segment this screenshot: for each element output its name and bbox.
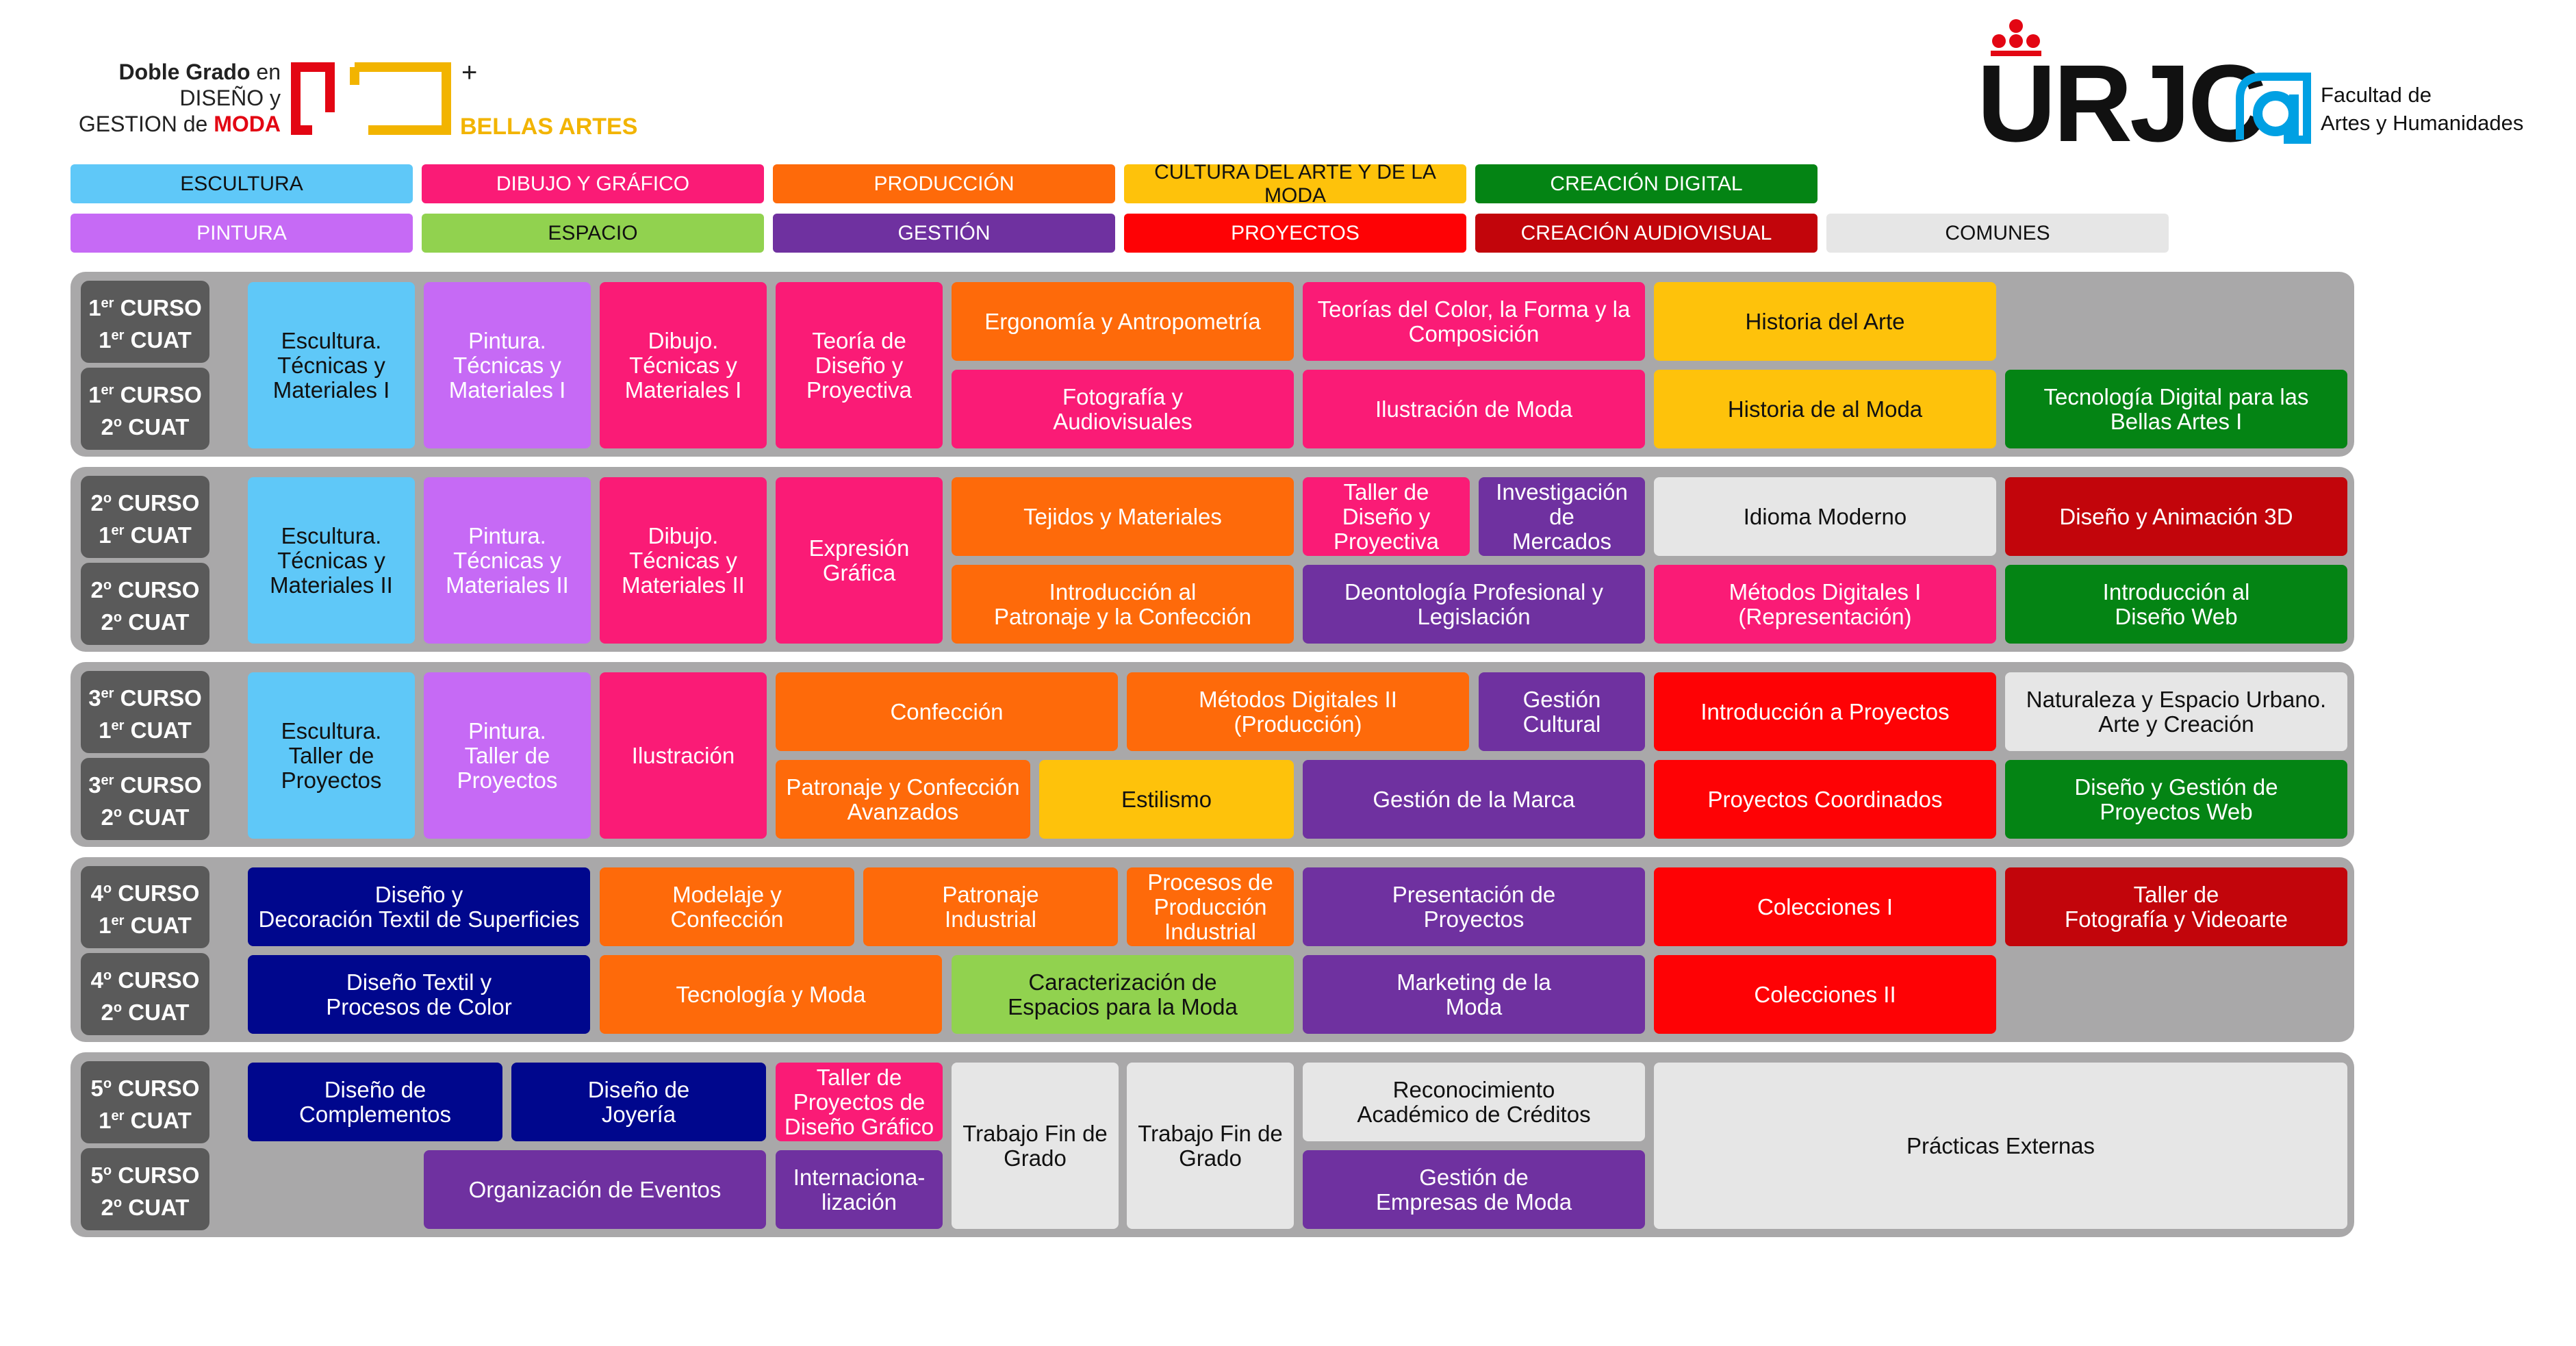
legend-audiovisual: CREACIÓN AUDIOVISUAL	[1475, 214, 1818, 253]
legend-espacio: ESPACIO	[422, 214, 764, 253]
course-cell: Diseño Textil y Procesos de Color	[248, 955, 590, 1034]
course-cell: Proyectos Coordinados	[1654, 760, 1996, 839]
course-cell: Métodos Digitales II (Producción)	[1127, 672, 1469, 751]
course-cell: Introducción a Proyectos	[1654, 672, 1996, 751]
row-label: 5o CURSO 1er CUAT	[81, 1061, 209, 1143]
course-cell: Naturaleza y Espacio Urbano. Arte y Crea…	[2005, 672, 2347, 751]
course-cell: Presentación de Proyectos	[1303, 867, 1645, 946]
course-cell: Escultura. Taller de Proyectos	[248, 672, 415, 839]
course-cell: Dibujo. Técnicas y Materiales I	[600, 282, 767, 448]
course-cell: Diseño y Decoración Textil de Superficie…	[248, 867, 590, 946]
course-cell: Procesos de Producción Industrial	[1127, 867, 1294, 946]
legend-dibujo: DIBUJO Y GRÁFICO	[422, 164, 764, 203]
row-label: 4o CURSO 2o CUAT	[81, 953, 209, 1035]
legend-cultura: CULTURA DEL ARTE Y DE LA MODA	[1124, 161, 1466, 207]
title-line1-bold: Doble Grado	[118, 60, 251, 84]
course-cell: Colecciones II	[1654, 955, 1996, 1034]
course-cell: Métodos Digitales I (Representación)	[1654, 565, 1996, 644]
title-line1: en	[250, 60, 281, 84]
legend-escultura: ESCULTURA	[71, 164, 413, 203]
course-cell: Diseño y Animación 3D	[2005, 477, 2347, 556]
course-cell: Fotografía y Audiovisuales	[952, 370, 1294, 448]
row-label: 4o CURSO 1er CUAT	[81, 866, 209, 948]
row-label: 3er CURSO 2o CUAT	[81, 758, 209, 840]
course-cell: Expresión Gráfica	[776, 477, 943, 644]
course-cell: Prácticas Externas	[1654, 1063, 2347, 1229]
course-cell: Introducción al Patronaje y la Confecció…	[952, 565, 1294, 644]
course-cell: Deontología Profesional y Legislación	[1303, 565, 1645, 644]
course-cell: Patronaje y Confección Avanzados	[776, 760, 1030, 839]
course-cell: Ilustración de Moda	[1303, 370, 1645, 448]
course-cell: Patronaje Industrial	[863, 867, 1118, 946]
row-label: 2o CURSO 1er CUAT	[81, 476, 209, 558]
course-cell: Ergonomía y Antropometría	[952, 282, 1294, 361]
course-cell: Taller de Proyectos de Diseño Gráfico	[776, 1063, 943, 1141]
faculty-name: Facultad de Artes y Humanidades	[2321, 81, 2523, 137]
course-cell: Ilustración	[600, 672, 767, 839]
course-cell: Historia del Arte	[1654, 282, 1996, 361]
course-cell: Historia de al Moda	[1654, 370, 1996, 448]
course-cell: Diseño y Gestión de Proyectos Web	[2005, 760, 2347, 839]
course-cell: Internaciona- lización	[776, 1150, 943, 1229]
course-cell: Idioma Moderno	[1654, 477, 1996, 556]
course-cell: Tecnología Digital para las Bellas Artes…	[2005, 370, 2347, 448]
course-cell: Modelaje y Confección	[600, 867, 854, 946]
legend-gestion: GESTIÓN	[773, 214, 1115, 253]
plus-sign: +	[461, 58, 478, 88]
course-cell: Taller de Diseño y Proyectiva	[1303, 477, 1470, 556]
course-cell: Gestión de la Marca	[1303, 760, 1645, 839]
title-line3-bold: MODA	[214, 112, 281, 136]
course-cell: Trabajo Fin de Grado	[952, 1063, 1119, 1229]
faculty-line2: Artes y Humanidades	[2321, 111, 2524, 135]
row-label: 1er CURSO 2o CUAT	[81, 368, 209, 450]
course-cell: Investigación de Mercados	[1479, 477, 1645, 556]
legend-comunes: COMUNES	[1826, 214, 2169, 253]
course-cell: Organización de Eventos	[424, 1150, 766, 1229]
legend-produccion: PRODUCCIÓN	[773, 164, 1115, 203]
faculty-logo-icon	[2236, 71, 2311, 144]
course-cell: Gestión Cultural	[1479, 672, 1645, 751]
course-cell: Dibujo. Técnicas y Materiales II	[600, 477, 767, 644]
course-cell: Diseño de Complementos	[248, 1063, 502, 1141]
course-cell: Escultura. Técnicas y Materiales II	[248, 477, 415, 644]
course-cell: Taller de Fotografía y Videoarte	[2005, 867, 2347, 946]
course-cell: Marketing de la Moda	[1303, 955, 1645, 1034]
course-cell: Caracterización de Espacios para la Moda	[952, 955, 1294, 1034]
course-cell: Reconocimiento Académico de Créditos	[1303, 1063, 1645, 1141]
course-cell: Tecnología y Moda	[600, 955, 942, 1034]
row-label: 2o CURSO 2o CUAT	[81, 563, 209, 645]
bellas-artes-label: BELLAS ARTES	[460, 114, 638, 140]
legend-pintura: PINTURA	[71, 214, 413, 253]
course-cell: Gestión de Empresas de Moda	[1303, 1150, 1645, 1229]
course-cell: Diseño de Joyería	[511, 1063, 766, 1141]
faculty-line1: Facultad de	[2321, 83, 2432, 107]
legend-digital: CREACIÓN DIGITAL	[1475, 164, 1818, 203]
row-label: 1er CURSO 1er CUAT	[81, 281, 209, 363]
course-cell: Teorías del Color, la Forma y la Composi…	[1303, 282, 1645, 361]
title-line2: DISEÑO y	[179, 86, 281, 110]
course-cell: Confección	[776, 672, 1118, 751]
course-cell: Colecciones I	[1654, 867, 1996, 946]
course-cell: Introducción al Diseño Web	[2005, 565, 2347, 644]
course-cell: Trabajo Fin de Grado	[1127, 1063, 1294, 1229]
title-line3: GESTION de	[78, 112, 214, 136]
course-cell: Escultura. Técnicas y Materiales I	[248, 282, 415, 448]
course-cell: Estilismo	[1039, 760, 1294, 839]
urjc-logo: URJC	[1977, 42, 2267, 164]
legend-proyectos: PROYECTOS	[1124, 214, 1466, 253]
row-label: 5o CURSO 2o CUAT	[81, 1148, 209, 1230]
crown-icon	[1985, 18, 2047, 59]
program-title: Doble Grado en DISEÑO y GESTION de MODA	[41, 59, 281, 137]
row-label: 3er CURSO 1er CUAT	[81, 671, 209, 753]
course-cell: Tejidos y Materiales	[952, 477, 1294, 556]
course-cell: Pintura. Taller de Proyectos	[424, 672, 591, 839]
course-cell: Pintura. Técnicas y Materiales II	[424, 477, 591, 644]
course-cell: Teoría de Diseño y Proyectiva	[776, 282, 943, 448]
course-cell: Pintura. Técnicas y Materiales I	[424, 282, 591, 448]
program-logo-icon	[286, 58, 457, 140]
